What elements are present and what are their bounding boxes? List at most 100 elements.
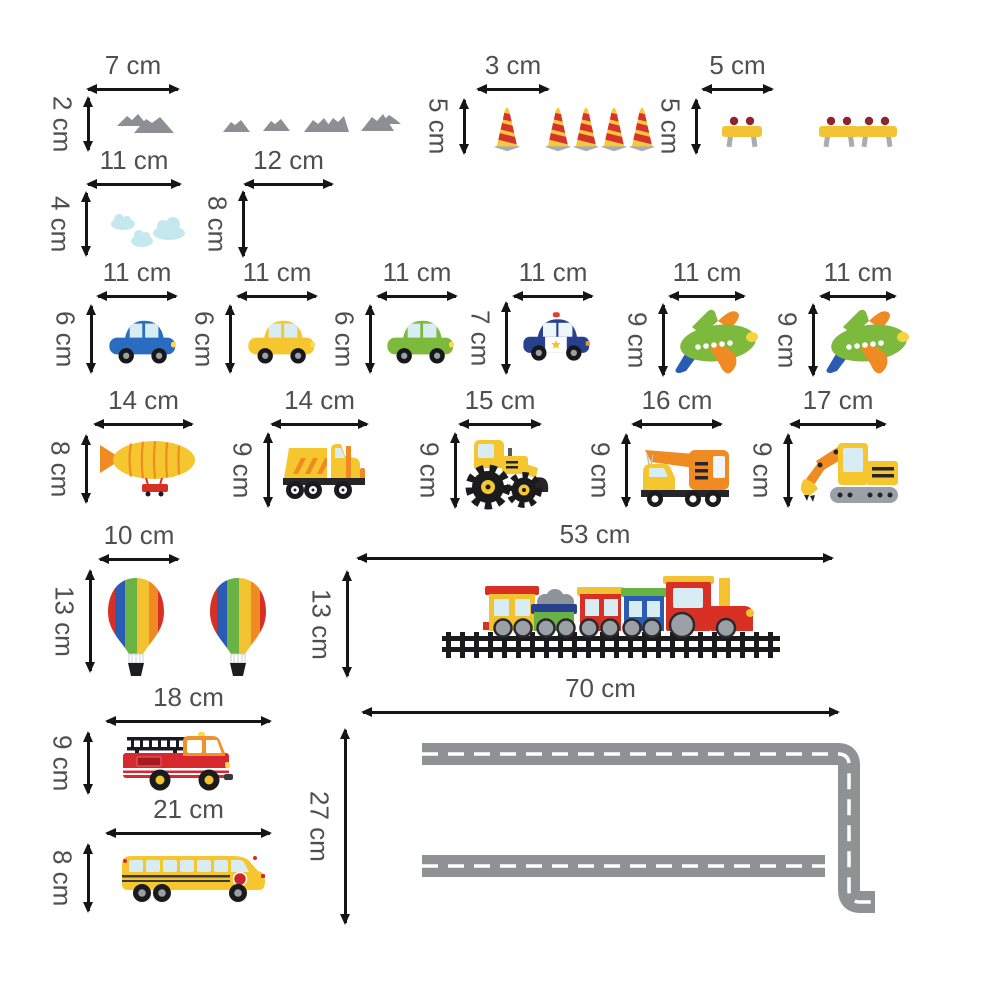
dim-label: 5 cm (423, 98, 454, 155)
dim-label: 5 cm (655, 98, 686, 155)
dim-yellow-car-width: 11 cm (236, 257, 318, 302)
horizontal-arrow (105, 828, 272, 839)
horizontal-arrow (476, 84, 550, 95)
vertical-arrow (658, 303, 669, 377)
dim-label: 13 cm (49, 585, 80, 657)
dim-label: 9 cm (772, 311, 803, 369)
dim-label: 12 cm (253, 145, 324, 175)
airplane-sticker (823, 303, 909, 377)
barrier-sticker (856, 115, 898, 149)
dim-green-car-height: 6 cm (329, 304, 376, 374)
dim-label: 6 cm (189, 310, 220, 368)
dim-label: 6 cm (329, 310, 360, 368)
dim-label: 7 cm (465, 309, 496, 367)
traffic-cone-sticker (599, 105, 629, 153)
dim-blimp-width: 14 cm (93, 386, 194, 430)
barrier-sticker (818, 115, 860, 149)
yellow-car-sticker (247, 313, 317, 365)
dim-label: 18 cm (153, 682, 224, 712)
rocks-sticker (222, 116, 252, 134)
horizontal-arrow (96, 291, 178, 302)
vertical-arrow (501, 301, 512, 375)
vertical-arrow (238, 190, 249, 258)
dim-label: 9 cm (747, 442, 778, 499)
dim-tractor-width: 15 cm (458, 386, 542, 430)
dim-label: 11 cm (672, 257, 742, 287)
dim-label: 17 cm (802, 385, 874, 415)
dim-label: 4 cm (45, 195, 76, 253)
dim-dump-truck-height: 9 cm (227, 432, 274, 508)
vertical-arrow (450, 432, 461, 509)
horizontal-arrow (270, 419, 369, 430)
dim-barrier-height: 5 cm (655, 98, 702, 155)
horizontal-arrow (356, 553, 834, 564)
dim-label: 10 cm (103, 520, 175, 550)
dim-clouds-height: 4 cm (45, 191, 92, 257)
dim-bus-width: 21 cm (105, 794, 272, 839)
dim-crane-height: 9 cm (585, 433, 632, 508)
school-bus-sticker (118, 849, 270, 903)
dump-truck-sticker (281, 434, 371, 504)
green-car-sticker (386, 313, 456, 365)
dim-label: 11 cm (823, 257, 893, 287)
dim-label: 5 cm (709, 50, 766, 80)
dim-excavator-height: 9 cm (747, 433, 794, 508)
vertical-arrow (691, 98, 702, 155)
dim-rocks-small-width: 7 cm (86, 50, 180, 95)
horizontal-arrow (98, 554, 180, 565)
horizontal-arrow (668, 291, 746, 302)
vertical-arrow (342, 570, 353, 678)
dim-police-car-height: 7 cm (465, 301, 512, 375)
dim-label: 11 cm (242, 257, 312, 287)
dim-balloon-width: 10 cm (98, 520, 180, 565)
dim-label: 7 cm (104, 50, 162, 80)
traffic-cone-sticker (492, 105, 522, 153)
horizontal-arrow (631, 419, 723, 430)
dim-rocks-strip-width: 12 cm (243, 145, 334, 190)
dim-blimp-height: 8 cm (45, 434, 92, 504)
vertical-arrow (83, 731, 94, 795)
vertical-arrow (783, 433, 794, 508)
vertical-arrow (263, 432, 274, 508)
dim-label: 13 cm (306, 588, 337, 660)
horizontal-arrow (361, 707, 840, 718)
dim-label: 8 cm (45, 440, 76, 498)
dim-label: 21 cm (153, 794, 224, 824)
airplane-sticker (672, 303, 758, 377)
vertical-arrow (459, 98, 470, 155)
dim-label: 53 cm (559, 519, 631, 549)
horizontal-arrow (458, 419, 542, 430)
dim-road-width: 70 cm (361, 674, 840, 718)
vertical-arrow (81, 191, 92, 257)
horizontal-arrow (93, 419, 194, 430)
dim-balloon-height: 13 cm (49, 569, 96, 673)
dim-label: 11 cm (99, 145, 169, 175)
horizontal-arrow (86, 179, 182, 190)
dim-yellow-car-height: 6 cm (189, 304, 236, 374)
hot-air-balloon-sticker (104, 576, 168, 680)
dim-label: 14 cm (284, 385, 355, 415)
vertical-arrow (83, 843, 94, 913)
rocks-sticker (303, 110, 350, 134)
road-sticker (415, 732, 885, 924)
dim-fire-truck-width: 18 cm (105, 682, 272, 727)
traffic-cone-sticker (571, 105, 601, 153)
dim-label: 8 cm (202, 195, 233, 253)
dim-plane2-height: 9 cm (772, 303, 819, 377)
vertical-arrow (808, 303, 819, 377)
horizontal-arrow (376, 291, 458, 302)
vertical-arrow (86, 304, 97, 374)
vertical-arrow (340, 728, 351, 925)
dim-train-height: 13 cm (306, 570, 353, 678)
dim-plane2-width: 11 cm (819, 257, 897, 302)
vertical-arrow (621, 433, 632, 508)
dim-label: 9 cm (414, 442, 445, 499)
dim-blue-car-height: 6 cm (50, 304, 97, 374)
dim-dump-truck-width: 14 cm (270, 385, 369, 430)
dim-train-width: 53 cm (356, 519, 834, 564)
dim-cone-width: 3 cm (476, 51, 550, 95)
horizontal-arrow (236, 291, 318, 302)
crane-truck-sticker (637, 436, 731, 507)
vertical-arrow (85, 569, 96, 673)
